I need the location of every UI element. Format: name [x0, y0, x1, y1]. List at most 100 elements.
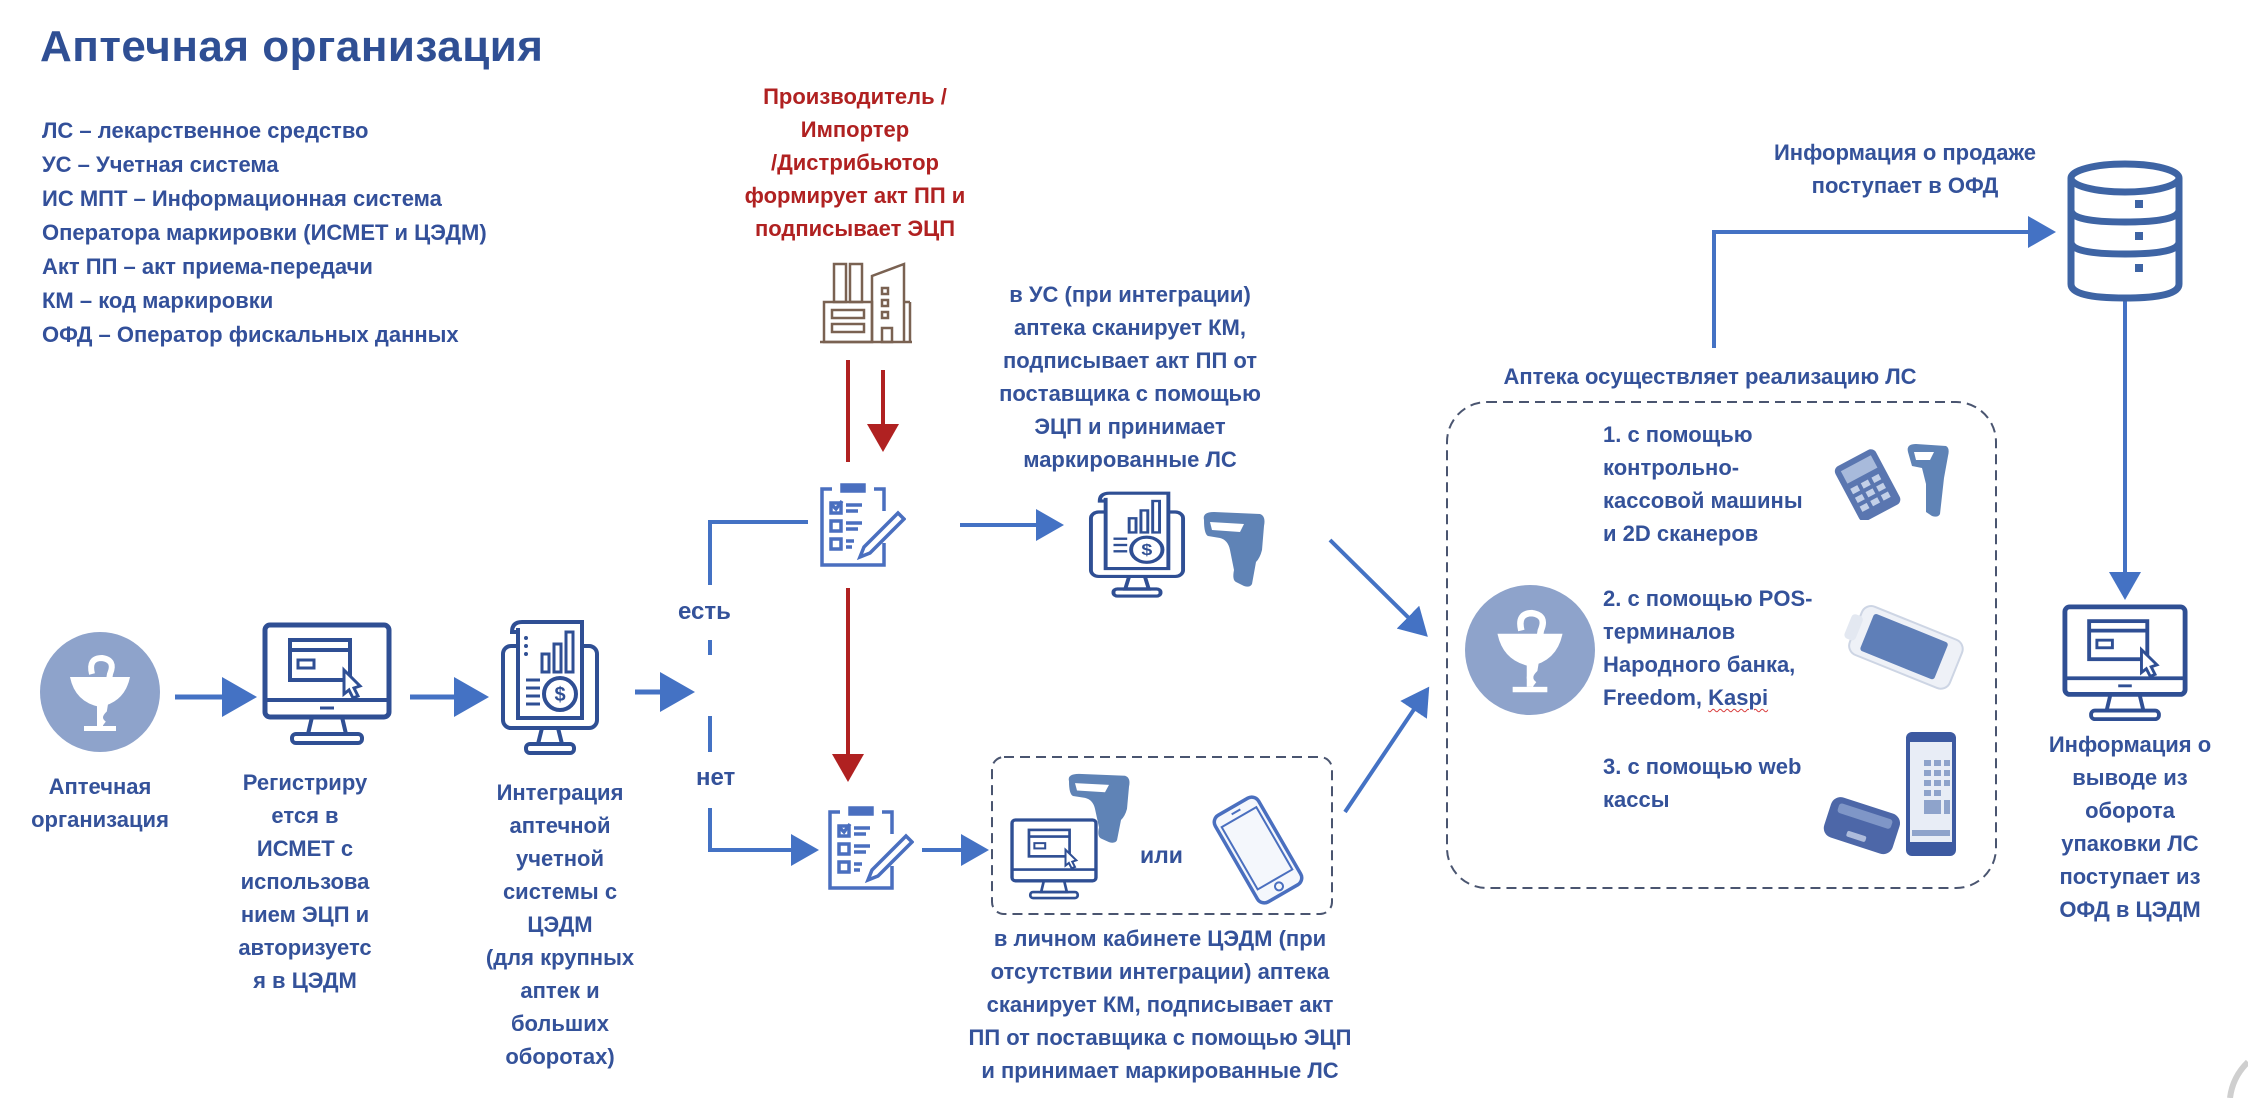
label-line: Регистриру — [242, 770, 368, 795]
label-line: ЦЭДМ — [527, 912, 593, 937]
corner-decoration — [2227, 1059, 2248, 1098]
label-line: ется в — [271, 803, 339, 828]
legend-item: Оператора маркировки (ИСМЕТ и ЦЭДМ) — [42, 220, 487, 245]
sales-option-1: 1. с помощью контрольно- кассовой машины… — [1603, 418, 1803, 550]
legend-item: Акт ПП – акт приема-передачи — [42, 254, 373, 279]
arrow-us-to-sales — [1328, 538, 1428, 637]
page-title: Аптечная организация — [40, 22, 544, 71]
label-line: оборота — [2085, 798, 2175, 823]
label-line: Производитель / — [763, 84, 947, 109]
or-label: или — [1140, 842, 1183, 868]
branch-yes-line — [708, 520, 808, 585]
register-label: Регистриру ется в ИСМЕТ с использова ние… — [225, 766, 385, 997]
label-line: Информация о продаже — [1773, 140, 2037, 165]
label-line: маркированные ЛС — [1023, 447, 1237, 472]
label-line: авторизуетс — [238, 935, 372, 960]
web-cash-register-icon — [1823, 732, 1956, 856]
checklist-icon — [828, 806, 914, 890]
label-line: в УС (при интеграции) — [1009, 282, 1251, 307]
label-line: нием ЭЦП и — [240, 902, 370, 927]
label-line: ОФД в ЦЭДМ — [2059, 897, 2201, 922]
sales-option-2: 2. с помощью POS- терминалов Народного б… — [1603, 582, 1812, 714]
label-line: аптек и — [520, 978, 600, 1003]
label-line: выводе из — [2072, 765, 2188, 790]
legend-item: ЛС – лекарственное средство — [42, 118, 369, 143]
smartphone-icon — [1212, 795, 1304, 905]
label-line: 2. с помощью POS- — [1603, 586, 1813, 611]
branch-no-line — [708, 808, 819, 866]
label-line: отсутствии интеграции) аптека — [990, 959, 1330, 984]
label-line: Народного банка, — [1603, 652, 1796, 677]
label-line: терминалов — [1603, 619, 1736, 644]
pharmacy-bowl-icon — [1465, 585, 1595, 715]
label-line: Интеграция — [496, 780, 624, 805]
database-icon — [2067, 160, 2183, 302]
monitor-cursor-icon — [2062, 604, 2188, 722]
label-line: 3. с помощью web — [1603, 754, 1802, 779]
label-line: ЭЦП и принимает — [1034, 414, 1226, 439]
label-line: поступает в ОФД — [1811, 173, 1999, 198]
label-line: Импортер — [800, 117, 910, 142]
label-line: системы с — [502, 879, 618, 904]
cedm-description: Информация о выводе из оборота упаковки … — [2030, 728, 2230, 926]
arrow-cedm-to-sales — [1343, 686, 1430, 814]
with-integration-description: в УС (при интеграции) аптека сканирует К… — [970, 278, 1290, 476]
label-line: ИСМЕТ с — [256, 836, 354, 861]
without-integration-description: в личном кабинете ЦЭДМ (при отсутствии и… — [940, 922, 1380, 1087]
sales-option-3: 3. с помощью web кассы — [1603, 750, 1801, 816]
label-line: ПП от поставщика с помощью ЭЦП — [968, 1025, 1352, 1050]
ofd-description: Информация о продаже поступает в ОФД — [1705, 136, 2105, 202]
integration-label: Интеграция аптечной учетной системы с ЦЭ… — [470, 776, 650, 1073]
label-line: использова — [240, 869, 370, 894]
label-line: в личном кабинете ЦЭДМ (при — [993, 926, 1327, 951]
label-line: (для крупных — [485, 945, 635, 970]
label-line: 1. с помощью — [1603, 422, 1753, 447]
factory-icon — [820, 262, 912, 344]
label-line: Информация о — [2048, 732, 2212, 757]
label-line: подписывает акт ПП от — [1002, 348, 1258, 373]
legend-item: ИС МПТ – Информационная система — [42, 186, 442, 211]
label-line: больших — [510, 1011, 610, 1036]
abbreviation-legend: ЛС – лекарственное средство УС – Учетная… — [42, 114, 487, 352]
label-line: контрольно- — [1603, 455, 1740, 480]
legend-item: ОФД – Оператор фискальных данных — [42, 322, 459, 347]
pos-terminal-icon — [1844, 605, 1964, 690]
label-line: поступает из — [2059, 864, 2201, 889]
sales-heading: Аптека осуществляет реализацию ЛС — [1503, 364, 1917, 389]
barcode-scanner-icon — [1203, 512, 1265, 587]
report-monitor-icon: $ — [501, 620, 599, 755]
label-line: и 2D сканеров — [1603, 521, 1759, 546]
pharmacy-bowl-icon — [40, 632, 160, 752]
label-fragment: Freedom, — [1603, 685, 1709, 710]
label-line: аптечной — [509, 813, 611, 838]
supplier-label: Производитель / Импортер /Дистрибьютор ф… — [715, 80, 995, 245]
label-line: я в ЦЭДМ — [253, 968, 357, 993]
arrow-sales-to-ofd — [1712, 216, 2056, 348]
kaspi-label: Kaspi — [1708, 685, 1769, 710]
label-line: подписывает ЭЦП — [754, 216, 956, 241]
report-monitor-icon: $ — [1088, 491, 1186, 598]
svg-text:$: $ — [554, 684, 565, 706]
label-line: и принимает маркированные ЛС — [981, 1058, 1339, 1083]
branch-yes-label: есть — [678, 598, 731, 625]
label-line: кассы — [1603, 787, 1670, 812]
label-line: Freedom, Kaspi — [1603, 681, 1812, 714]
svg-text:$: $ — [1141, 541, 1152, 559]
pharmacy-label: Аптечная организация — [20, 770, 180, 836]
checklist-icon — [820, 483, 906, 567]
branch-no-label: нет — [696, 764, 736, 791]
label-line: организация — [31, 807, 169, 832]
label-line: упаковки ЛС — [2061, 831, 2199, 856]
label-line: аптека сканирует КМ, — [1014, 315, 1246, 340]
barcode-scanner-icon — [1068, 773, 1130, 843]
cash-register-scanner-icon — [1834, 444, 1949, 520]
legend-item: КМ – код маркировки — [42, 288, 274, 313]
label-line: /Дистрибьютор — [771, 150, 939, 175]
label-line: учетной — [516, 846, 604, 871]
label-line: поставщика с помощью — [999, 381, 1261, 406]
monitor-cursor-icon — [262, 622, 392, 745]
label-line: кассовой машины — [1603, 488, 1803, 513]
legend-item: УС – Учетная система — [42, 152, 279, 177]
label-line: сканирует КМ, подписывает акт — [986, 992, 1334, 1017]
label-line: оборотах) — [505, 1044, 615, 1069]
